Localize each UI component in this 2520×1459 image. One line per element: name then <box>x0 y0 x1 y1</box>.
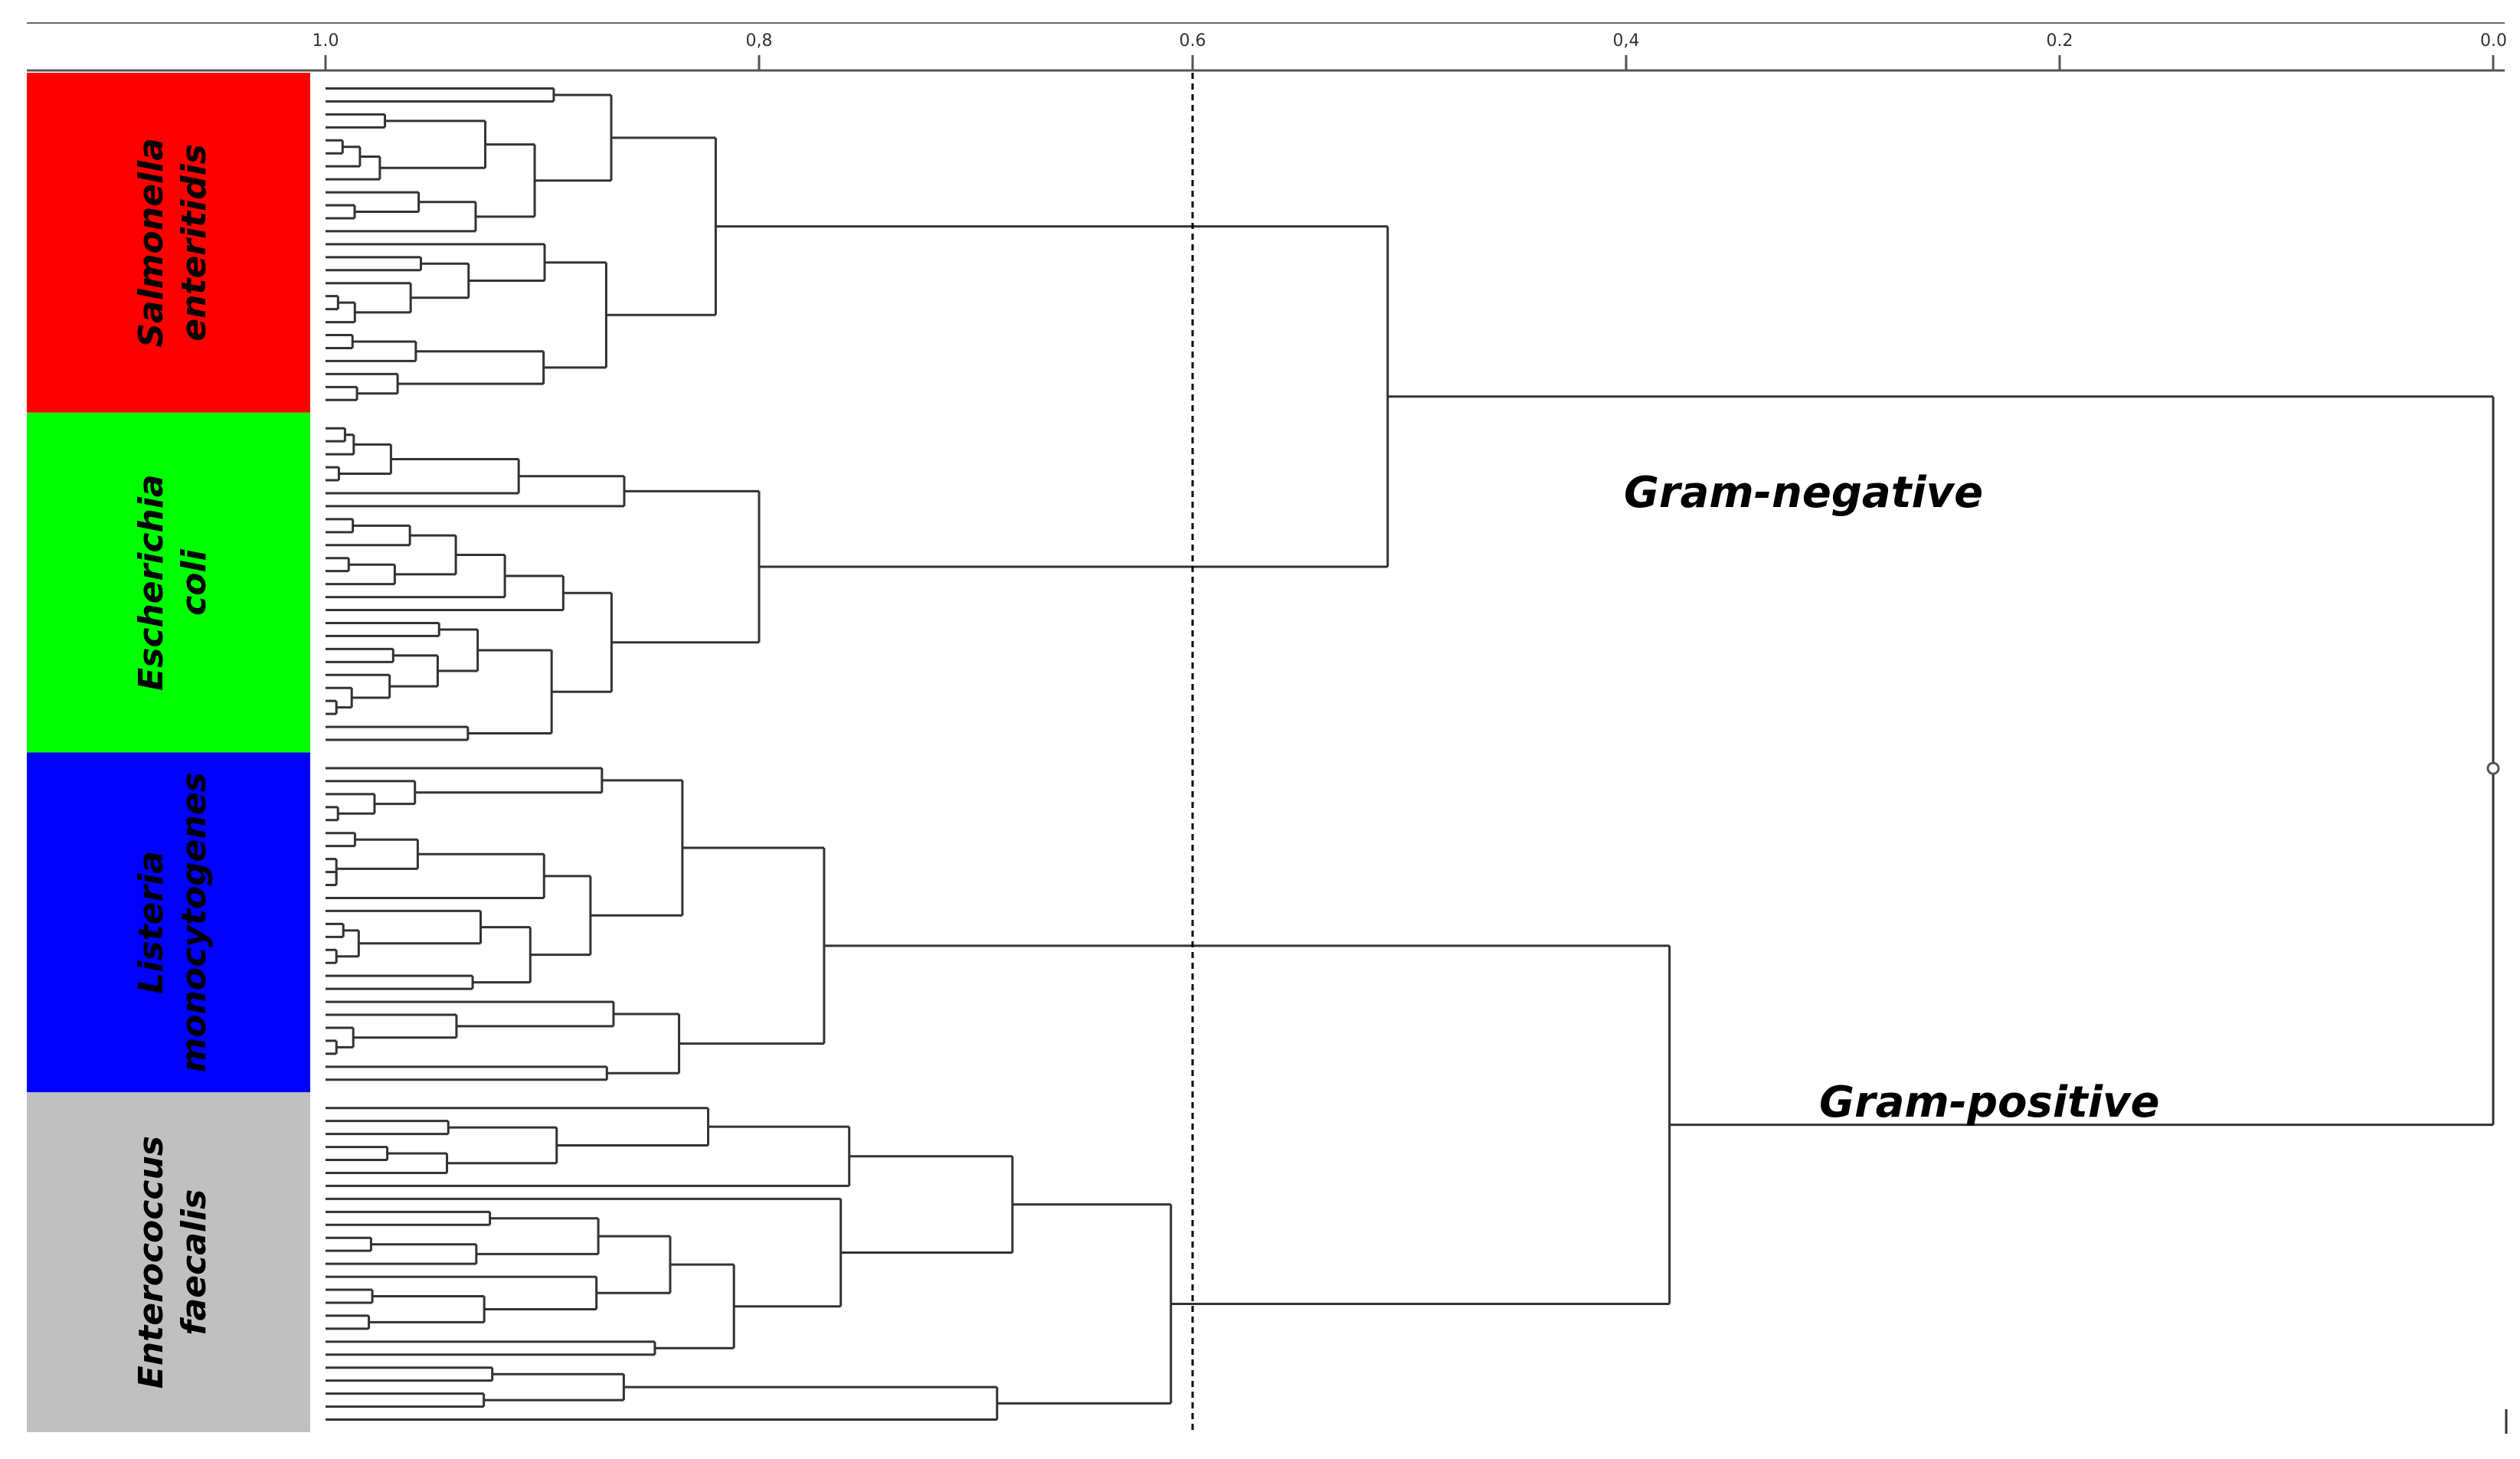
gram-negative-label: Gram-negative <box>1624 468 1983 518</box>
group-label-line2: coli <box>175 548 214 615</box>
axis-tick-label: 0.0 <box>2480 31 2507 51</box>
axis-tick-label: 0.2 <box>2047 31 2073 51</box>
root-node-marker <box>2486 761 2500 775</box>
group-box <box>27 752 310 1093</box>
group-label-line2: enteritidis <box>175 144 214 342</box>
similarity-axis: 1.0 0,8 0.6 0,4 0.2 0.0 <box>27 22 2507 72</box>
group-label-line2: monocytogenes <box>175 772 214 1072</box>
group-box <box>27 73 310 413</box>
group-label-line1: Enterococcus <box>132 1136 171 1389</box>
group-box <box>27 412 310 753</box>
axis-tick-label: 0,4 <box>1613 31 1640 51</box>
axis-tick-label: 0,8 <box>746 31 773 51</box>
group-label-line2: faecalis <box>175 1189 214 1336</box>
group-label-line1: Escherichia <box>132 474 171 690</box>
gram-positive-label: Gram-positive <box>1819 1078 2160 1127</box>
dendrogram-branches <box>326 87 2495 1421</box>
axis-tick-label: 0.6 <box>1180 31 1206 51</box>
group-label-line1: Listeria <box>132 851 171 994</box>
group-label-line1: Salmonella <box>132 138 171 348</box>
axis-tick-label: 1.0 <box>313 31 339 51</box>
group-box <box>27 1092 310 1432</box>
